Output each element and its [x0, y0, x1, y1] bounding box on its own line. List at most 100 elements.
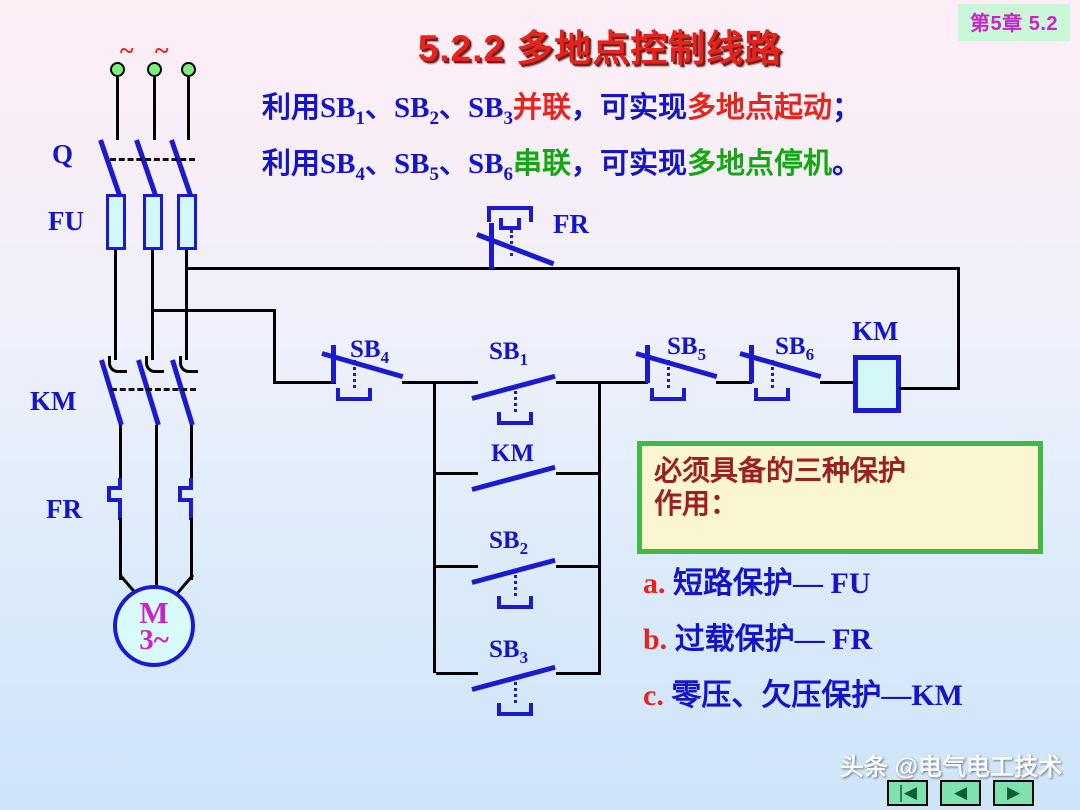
desc-text: 利用: [262, 148, 321, 180]
wire-bus-to-sb5: [598, 381, 648, 384]
switch-q-blade-l1: [98, 139, 124, 202]
label-sb4: SB4: [350, 336, 390, 367]
switch-q-blade-l3: [169, 139, 195, 202]
sb3-pushbutton-cap: [497, 703, 533, 716]
km-aux-blade: [471, 464, 556, 492]
fr-contact-cap-inner: [499, 218, 521, 230]
protection-mark-b: b.: [643, 623, 668, 656]
fr-heater-l3: [178, 478, 193, 520]
protection-mark-a: a.: [643, 567, 666, 600]
fr-contact-cap: [487, 206, 533, 222]
switch-q-linkage: [110, 158, 195, 161]
wire-fr-to-right: [557, 267, 960, 270]
control-tap-drop: [273, 309, 276, 384]
sb5-stem: [645, 345, 650, 383]
fuse-l3: [177, 194, 197, 250]
watermark: 头条 @电气电工技术: [839, 754, 1062, 781]
label-sb6: SB6: [775, 333, 815, 364]
notes-line-2: 作用：: [654, 488, 739, 520]
label-sb3: SB3: [489, 636, 529, 667]
desc-sb2: SB: [394, 92, 430, 124]
sb6-dots: [771, 360, 774, 388]
wire-rail-to-fr: [185, 267, 485, 270]
wire-sb2-right: [556, 565, 601, 568]
nav-first-button[interactable]: |◀: [887, 780, 928, 806]
sb6-stem: [749, 345, 754, 383]
km-main-hook-l1: [108, 356, 127, 373]
parallel-bus-left: [433, 381, 436, 673]
wire-sb1-right: [556, 381, 601, 384]
wire-sb5-to-sb6: [716, 381, 752, 384]
km-coil: [853, 355, 901, 413]
fuse-l1: [106, 194, 126, 250]
desc-sb6-sub: 6: [503, 163, 514, 185]
desc-sb2-sub: 2: [429, 107, 440, 129]
label-km-main: KM: [30, 386, 77, 416]
protection-item-b: b. 过载保护— FR: [643, 614, 872, 658]
power-wire-l3: [185, 250, 188, 360]
fuse-l2: [143, 194, 163, 250]
desc-text: 。: [832, 148, 862, 180]
protection-text-b: 过载保护— FR: [674, 623, 873, 656]
label-km-coil: KM: [852, 316, 899, 346]
fr-heater-l1: [107, 478, 122, 520]
motor-label-phase: 3~: [139, 623, 169, 656]
desc-text: ；: [832, 92, 862, 124]
motor-label-m: M: [139, 594, 169, 630]
label-sb1: SB1: [489, 338, 529, 369]
protection-notes-box: 必须具备的三种保护 作用：: [637, 441, 1043, 554]
label-sb5: SB5: [667, 333, 707, 364]
fr-contact-blade: [476, 232, 555, 267]
desc-sep: 、: [365, 148, 395, 180]
desc-sb1: SB: [320, 92, 356, 124]
protection-text-a: 短路保护— FU: [673, 567, 871, 600]
chapter-badge: 第5章 5.2: [958, 4, 1070, 41]
control-tap-to-sb4: [273, 381, 336, 384]
desc-sep: 、: [365, 92, 395, 124]
motor-symbol: M 3~: [113, 585, 195, 667]
wire-sb3-left: [436, 672, 478, 675]
wire-sb1-left: [436, 381, 478, 384]
notes-line-1: 必须具备的三种保护: [654, 455, 907, 486]
label-q: Q: [52, 139, 74, 169]
protection-item-a: a. 短路保护— FU: [643, 558, 871, 602]
desc-sb3-sub: 3: [503, 107, 514, 129]
desc-multipoint-stop: 多地点停机: [687, 148, 833, 180]
description-line-2: 利用SB4、SB5、SB6串联，可实现多地点停机。: [262, 140, 861, 186]
sb6-pushbutton-cap: [754, 388, 790, 401]
page-title: 5.2.2 多地点控制线路: [417, 28, 783, 69]
wire-coil-to-return: [899, 387, 960, 390]
wire-sb4-to-bus: [402, 381, 436, 384]
sb2-dots: [514, 570, 517, 596]
wire-km-to-motor-l2: [155, 425, 158, 590]
label-sb2: SB2: [489, 527, 529, 558]
desc-sep: 、: [439, 148, 469, 180]
desc-sep: 、: [439, 92, 469, 124]
supply-terminal-l3: [181, 62, 196, 77]
km-main-linkage: [111, 388, 196, 391]
desc-text: 利用: [262, 92, 321, 124]
sb5-pushbutton-cap: [650, 388, 686, 401]
desc-sb3: SB: [468, 92, 504, 124]
wire-sb6-to-coil: [820, 381, 856, 384]
switch-q-blade-l2: [134, 139, 160, 202]
power-wire-l1: [114, 250, 117, 360]
sb4-pushbutton-cap: [336, 388, 372, 401]
wire-sb3-right: [556, 672, 601, 675]
sb2-pushbutton-cap: [497, 596, 533, 609]
nav-next-button[interactable]: ▶: [993, 780, 1034, 806]
sb1-pushbutton-cap: [497, 412, 533, 425]
protection-mark-c: c.: [643, 679, 664, 712]
wire-fr-to-motor-l1: [119, 518, 122, 580]
protection-item-c: c. 零压、欠压保护—KM: [643, 670, 963, 714]
desc-text: ，可实现: [571, 92, 688, 124]
sb1-dots: [514, 386, 517, 412]
parallel-bus-right: [598, 381, 601, 673]
nav-prev-button[interactable]: ◀: [940, 780, 981, 806]
sb5-dots: [667, 360, 670, 388]
desc-parallel: 并联: [513, 92, 572, 124]
wire-km-to-fr-l1: [119, 425, 122, 485]
wire-sb2-left: [436, 565, 478, 568]
desc-sb5: SB: [394, 148, 430, 180]
power-wire-l2: [151, 250, 154, 360]
